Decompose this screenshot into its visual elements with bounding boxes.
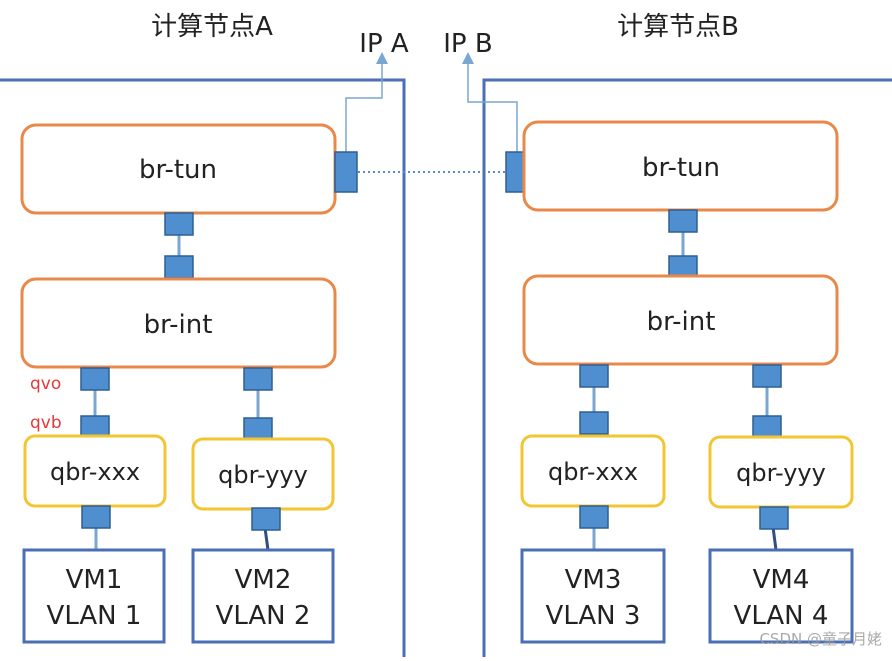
br-int-a-label: br-int (144, 310, 213, 340)
compute-node-a: 计算节点A IP A br-tun br-int qvo qvb qbr-xxx… (0, 12, 409, 661)
port-int-a-top[interactable] (164, 255, 194, 279)
link-qbr2-vm2 (263, 527, 270, 551)
node-a-title: 计算节点A (151, 12, 273, 42)
port-tun-b[interactable] (668, 209, 698, 233)
qbr-xxx-a-label: qbr-xxx (50, 458, 140, 486)
port-tun-a[interactable] (164, 212, 194, 236)
qbr-yyy-b-label: qbr-yyy (736, 459, 826, 487)
port-tun-a-side[interactable] (334, 151, 358, 193)
port-qbr1-vm1[interactable] (81, 505, 111, 529)
vm4-vlan: VLAN 4 (734, 601, 829, 631)
qvo-label: qvo (30, 374, 61, 394)
vm4-name: VM4 (753, 565, 810, 595)
qbr-xxx-b-label: qbr-xxx (548, 458, 638, 486)
port-qbr2-vm2[interactable] (251, 507, 281, 531)
vm3-name: VM3 (565, 565, 622, 595)
vm1-name: VM1 (66, 565, 123, 595)
compute-node-b: 计算节点B IP B br-tun br-int qbr-xxx qbr-yyy (443, 12, 892, 661)
ip-b-label: IP B (443, 29, 492, 59)
vm3-box[interactable] (520, 548, 666, 644)
port-qvb-b2[interactable] (752, 415, 782, 439)
uplink-a (345, 52, 388, 157)
port-qvo-b1[interactable] (579, 364, 609, 388)
br-int-b[interactable] (522, 274, 839, 366)
br-int-b-label: br-int (647, 307, 716, 337)
vm1-vlan: VLAN 1 (47, 601, 142, 631)
link-qbr2-vm4 (771, 526, 778, 551)
br-tun-b-label: br-tun (642, 153, 720, 183)
port-qbr2-vm4[interactable] (759, 506, 789, 530)
uplink-b (462, 52, 518, 152)
br-tun-a-label: br-tun (139, 155, 217, 185)
qbr-yyy-a-label: qbr-yyy (218, 461, 308, 489)
br-int-a[interactable] (20, 277, 337, 369)
port-qvb-b1[interactable] (579, 411, 609, 435)
qvb-label: qvb (30, 413, 62, 433)
vm2-name: VM2 (235, 565, 292, 595)
node-b-title: 计算节点B (617, 12, 739, 42)
vm2-vlan: VLAN 2 (216, 601, 311, 631)
port-qbr1-vm3[interactable] (579, 505, 609, 529)
port-qvo-a2[interactable] (243, 367, 273, 391)
vm1-box[interactable] (22, 548, 166, 644)
port-qvb-a2[interactable] (243, 417, 273, 441)
node-a-frame (0, 78, 406, 661)
vm4-box[interactable] (708, 548, 854, 644)
vm3-vlan: VLAN 3 (546, 601, 641, 631)
vm2-box[interactable] (191, 548, 335, 644)
port-qvo-a1[interactable] (80, 367, 110, 391)
node-b-frame (482, 78, 892, 661)
ip-a-label: IP A (359, 29, 409, 59)
port-qvo-b2[interactable] (752, 364, 782, 388)
watermark: CSDN @童子月姥 (759, 630, 882, 648)
